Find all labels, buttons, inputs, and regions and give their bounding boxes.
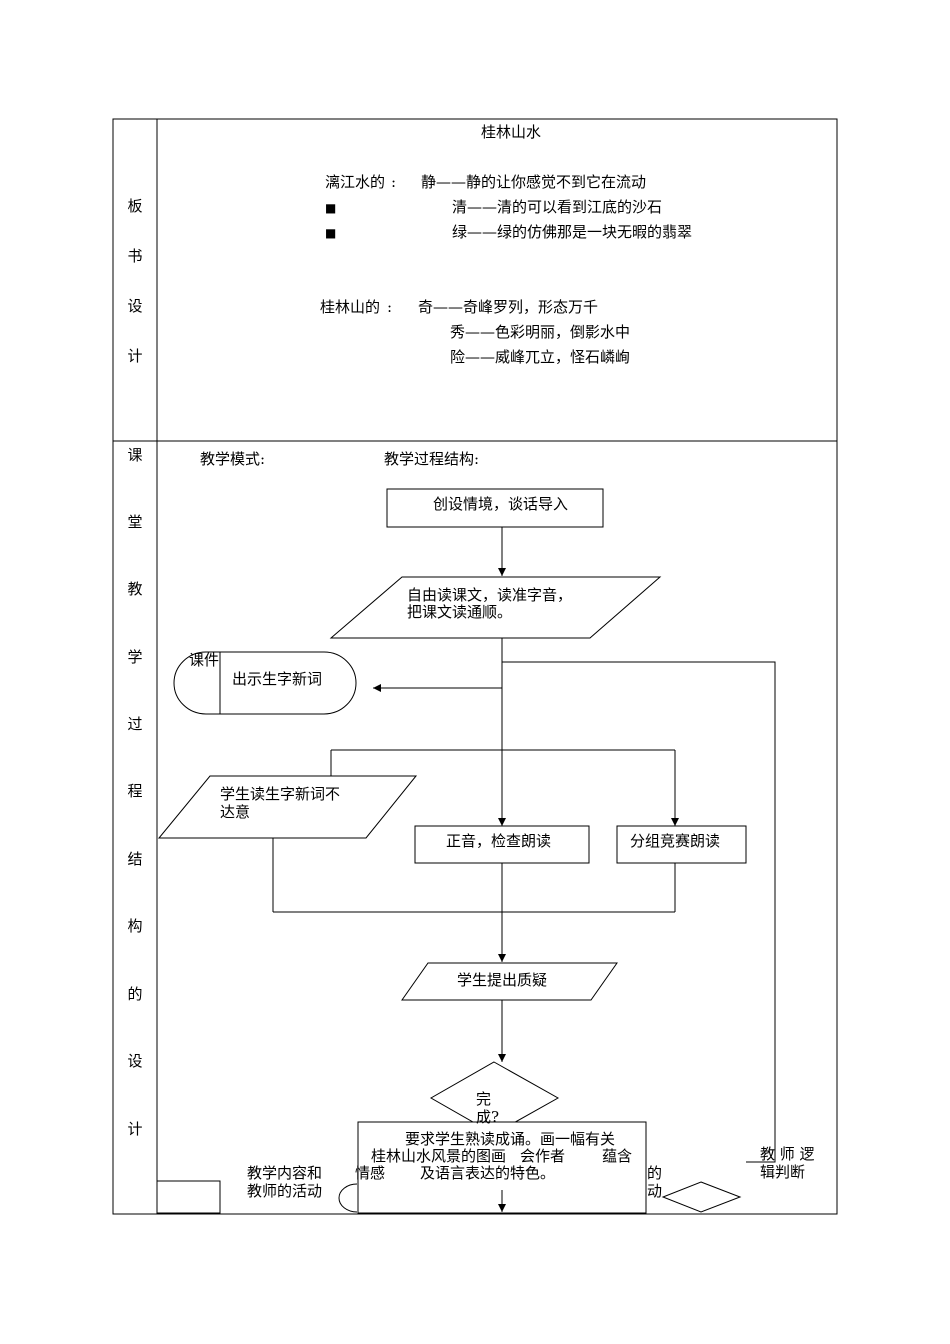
read-text-1: 自由读课文，读准字音， bbox=[407, 586, 573, 604]
student-read-parallelogram bbox=[157, 775, 418, 839]
water-line-3: 绿——绿的仿佛那是一块无暇的翡翠 bbox=[452, 223, 693, 241]
intro-box bbox=[386, 488, 604, 528]
legend-content-2: 教师的活动 bbox=[247, 1182, 323, 1200]
legend-rect bbox=[156, 1180, 221, 1214]
done-text-1: 完 bbox=[476, 1090, 492, 1108]
board-side-char: 书 bbox=[127, 247, 143, 265]
process-side-char: 课 bbox=[127, 446, 143, 464]
legend-tail-1: 的 bbox=[647, 1164, 663, 1182]
board-side-char: 计 bbox=[127, 347, 143, 365]
bullet-marker: ■ bbox=[325, 201, 337, 215]
legend-terminal bbox=[338, 1183, 358, 1213]
require-text-2b: 会作者 bbox=[520, 1147, 566, 1165]
questions-text: 学生提出质疑 bbox=[457, 971, 548, 989]
student-read-text-1: 学生读生字新词不 bbox=[220, 785, 341, 803]
hill-line-2: 秀——色彩明丽，倒影水中 bbox=[450, 323, 631, 341]
questions-parallelogram bbox=[401, 962, 618, 1001]
kejian-text: 课件 bbox=[189, 651, 220, 669]
require-text-1: 要求学生熟读成诵。画一幅有关 bbox=[405, 1130, 616, 1148]
process-side-char: 过 bbox=[127, 715, 143, 733]
process-side-char: 学 bbox=[127, 648, 143, 666]
intro-text: 创设情境，谈话导入 bbox=[433, 495, 569, 513]
read-text-2: 把课文读通顺。 bbox=[407, 603, 513, 621]
group-box bbox=[616, 825, 747, 864]
teacher-logic-1: 教 师 逻 bbox=[760, 1145, 815, 1163]
structure-label: 教学过程结构: bbox=[384, 450, 480, 468]
require-text-3: 及语言表达的特色。 bbox=[420, 1164, 556, 1182]
process-side-char: 结 bbox=[127, 850, 143, 868]
hill-colon: : bbox=[387, 298, 393, 316]
process-side-char: 教 bbox=[127, 580, 143, 598]
group-text: 分组竞赛朗读 bbox=[630, 832, 721, 850]
show-words-text: 出示生字新词 bbox=[232, 670, 323, 688]
correct-text: 正音，检查朗读 bbox=[446, 832, 552, 850]
process-side-char: 构 bbox=[127, 917, 143, 935]
read-parallelogram bbox=[329, 576, 662, 639]
require-text-2c: 蕴含 bbox=[602, 1147, 633, 1165]
teacher-logic-2: 辑判断 bbox=[760, 1163, 806, 1181]
show-words-terminal bbox=[173, 651, 357, 715]
legend-tail-2: 动 bbox=[647, 1182, 663, 1200]
water-line-2: 清——清的可以看到江底的沙石 bbox=[452, 198, 663, 216]
mode-label: 教学模式: bbox=[200, 450, 266, 468]
require-text-2: 桂林山水风景的图画 bbox=[371, 1147, 507, 1165]
bullet-marker: ■ bbox=[325, 226, 337, 240]
legend-emotion: 情感 bbox=[355, 1164, 386, 1182]
board-side-char: 设 bbox=[127, 297, 143, 315]
board-title: 桂林山水 bbox=[481, 123, 542, 141]
process-side-char: 计 bbox=[127, 1120, 143, 1138]
hill-line-1: 奇——奇峰罗列，形态万千 bbox=[418, 298, 599, 316]
legend-content-1: 教学内容和 bbox=[247, 1164, 323, 1182]
table-border bbox=[112, 118, 838, 1215]
legend-diamond bbox=[661, 1181, 742, 1213]
hill-label: 桂林山的 bbox=[320, 298, 381, 316]
hill-line-3: 险——威峰兀立，怪石嶙峋 bbox=[450, 348, 631, 366]
student-read-text-2: 达意 bbox=[220, 803, 251, 821]
process-side-char: 程 bbox=[127, 782, 143, 800]
water-colon: : bbox=[391, 173, 397, 191]
process-side-char: 的 bbox=[127, 985, 143, 1003]
water-label: 漓江水的 bbox=[325, 173, 386, 191]
process-side-char: 堂 bbox=[127, 513, 143, 531]
process-side-char: 设 bbox=[127, 1052, 143, 1070]
done-text-2: 成? bbox=[476, 1108, 500, 1126]
water-line-1: 静——静的让你感觉不到它在流动 bbox=[421, 173, 647, 191]
board-side-char: 板 bbox=[127, 197, 143, 215]
